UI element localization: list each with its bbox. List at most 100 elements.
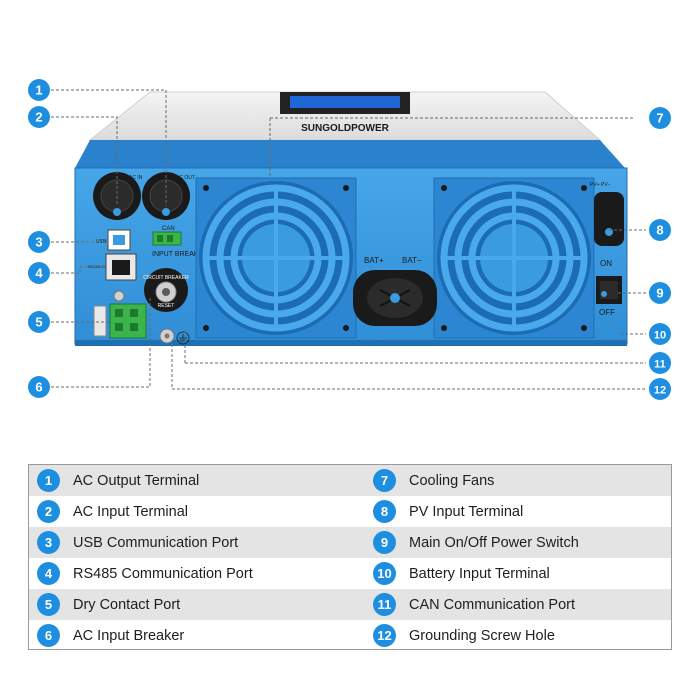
callout-10: 10 [649,323,671,345]
legend-number: 8 [373,500,396,523]
ac-out-label: AC OUT [176,175,195,181]
panel-screw-icon [113,290,125,302]
callout-number: 12 [654,385,666,397]
callout-9: 9 [649,282,671,304]
legend-item: 12 Grounding Screw Hole [373,620,555,651]
callout-7: 7 [649,107,671,129]
legend-number: 9 [373,531,396,554]
legend-item: 5 Dry Contact Port [37,589,180,620]
callout-3: 3 [28,231,50,253]
legend-item: 6 AC Input Breaker [37,620,184,651]
pv-input-terminal[interactable] [594,192,624,246]
legend-item: 2 AC Input Terminal [37,496,188,527]
callout-number: 1 [35,83,42,98]
callout-number: 10 [654,330,666,342]
legend-row: 1 AC Output Terminal 7 Cooling Fans [29,465,671,496]
inverter-top-cover: SUNGOLDPOWER [88,91,602,141]
cooling-fan-left [195,177,357,339]
callout-12: 12 [649,378,671,400]
legend-number: 5 [37,593,60,616]
legend-row: 3 USB Communication Port 9 Main On/Off P… [29,527,671,558]
callout-number: 9 [656,286,663,301]
panel-bottom-edge [75,340,627,346]
legend-number: 2 [37,500,60,523]
callout-number: 5 [35,315,42,330]
callout-number: 7 [656,111,663,126]
grounding-screw-hole[interactable] [159,328,175,344]
can-label: CAN [162,226,175,232]
dry-contact-label-plate [93,305,107,337]
leader-line-4 [51,266,106,274]
housing-top-edge [75,140,625,168]
legend-label: AC Input Terminal [73,503,188,520]
legend-number: 11 [373,593,396,616]
usb-communication-port[interactable] [107,229,131,251]
inverter-rear-panel-diagram: SUNGOLDPOWER AC IN AC OUT CAN INPUT BREA… [28,79,671,400]
legend-label: USB Communication Port [73,534,239,551]
callout-11: 11 [649,352,671,374]
legend-item: 7 Cooling Fans [373,465,494,496]
bat-plus-label: BAT+ [364,256,384,265]
ac-in-label: AC IN [129,175,143,181]
legend-item: 3 USB Communication Port [37,527,238,558]
battery-input-terminal[interactable] [353,270,437,326]
callout-number: 11 [654,359,666,371]
legend-number: 6 [37,624,60,647]
legend-row: 2 AC Input Terminal 8 PV Input Terminal [29,496,671,527]
pv-label: PV+ PV− [590,182,611,188]
legend-row: 4 RS485 Communication Port 10 Battery In… [29,558,671,589]
legend-label: Dry Contact Port [73,596,181,613]
callout-leader-lines [51,89,646,390]
legend-row: 6 AC Input Breaker 12 Grounding Screw Ho… [29,620,671,651]
legend-label: RS485 Communication Port [73,565,253,582]
legend-label: Battery Input Terminal [409,565,550,582]
legend-item: 1 AC Output Terminal [37,465,199,496]
callout-1: 1 [28,79,50,101]
reset-label: RESET [158,303,175,309]
callout-number: 4 [35,266,43,281]
legend-row: 5 Dry Contact Port 11 CAN Communication … [29,589,671,620]
input-breaker-label: INPUT BREAKER [152,251,208,258]
legend-label: Main On/Off Power Switch [409,534,579,551]
cooling-fan-right [433,177,595,339]
callout-8: 8 [649,219,671,241]
legend-item: 11 CAN Communication Port [373,589,575,620]
legend-number: 12 [373,624,396,647]
ac-input-breaker[interactable]: CIRCUIT BREAKER RESET [143,268,189,312]
leader-line-1 [51,89,167,206]
callout-number: 2 [35,110,42,125]
component-legend: 1 AC Output Terminal 7 Cooling Fans 2 AC… [28,464,672,650]
legend-number: 1 [37,469,60,492]
lcd-screen [290,96,400,108]
callout-2: 2 [28,106,50,128]
main-power-switch[interactable] [596,276,622,304]
legend-label: CAN Communication Port [409,596,575,613]
legend-label: Grounding Screw Hole [409,627,555,644]
legend-number: 10 [373,562,396,585]
switch-on-label: ON [600,259,612,268]
ground-icon [176,331,190,345]
leader-line-2 [51,116,118,206]
callout-6: 6 [28,376,50,398]
legend-number: 3 [37,531,60,554]
can-communication-port[interactable] [152,231,182,246]
callout-number: 6 [35,380,42,395]
rs485-communication-port[interactable] [105,253,137,281]
legend-label: AC Output Terminal [73,472,200,489]
callout-number: 3 [35,235,42,250]
legend-label: PV Input Terminal [409,503,524,520]
circuit-breaker-label: CIRCUIT BREAKER [143,275,189,281]
legend-item: 4 RS485 Communication Port [37,558,253,589]
callout-number: 8 [656,223,663,238]
legend-item: 10 Battery Input Terminal [373,558,550,589]
legend-label: Cooling Fans [409,472,495,489]
leader-line-6 [51,298,151,388]
legend-item: 9 Main On/Off Power Switch [373,527,579,558]
legend-label: AC Input Breaker [73,627,185,644]
switch-off-label: OFF [599,308,615,317]
callout-5: 5 [28,311,50,333]
dry-contact-port[interactable] [109,303,147,339]
brand-logo: SUNGOLDPOWER [301,123,390,134]
legend-number: 7 [373,469,396,492]
bat-minus-label: BAT− [402,256,422,265]
